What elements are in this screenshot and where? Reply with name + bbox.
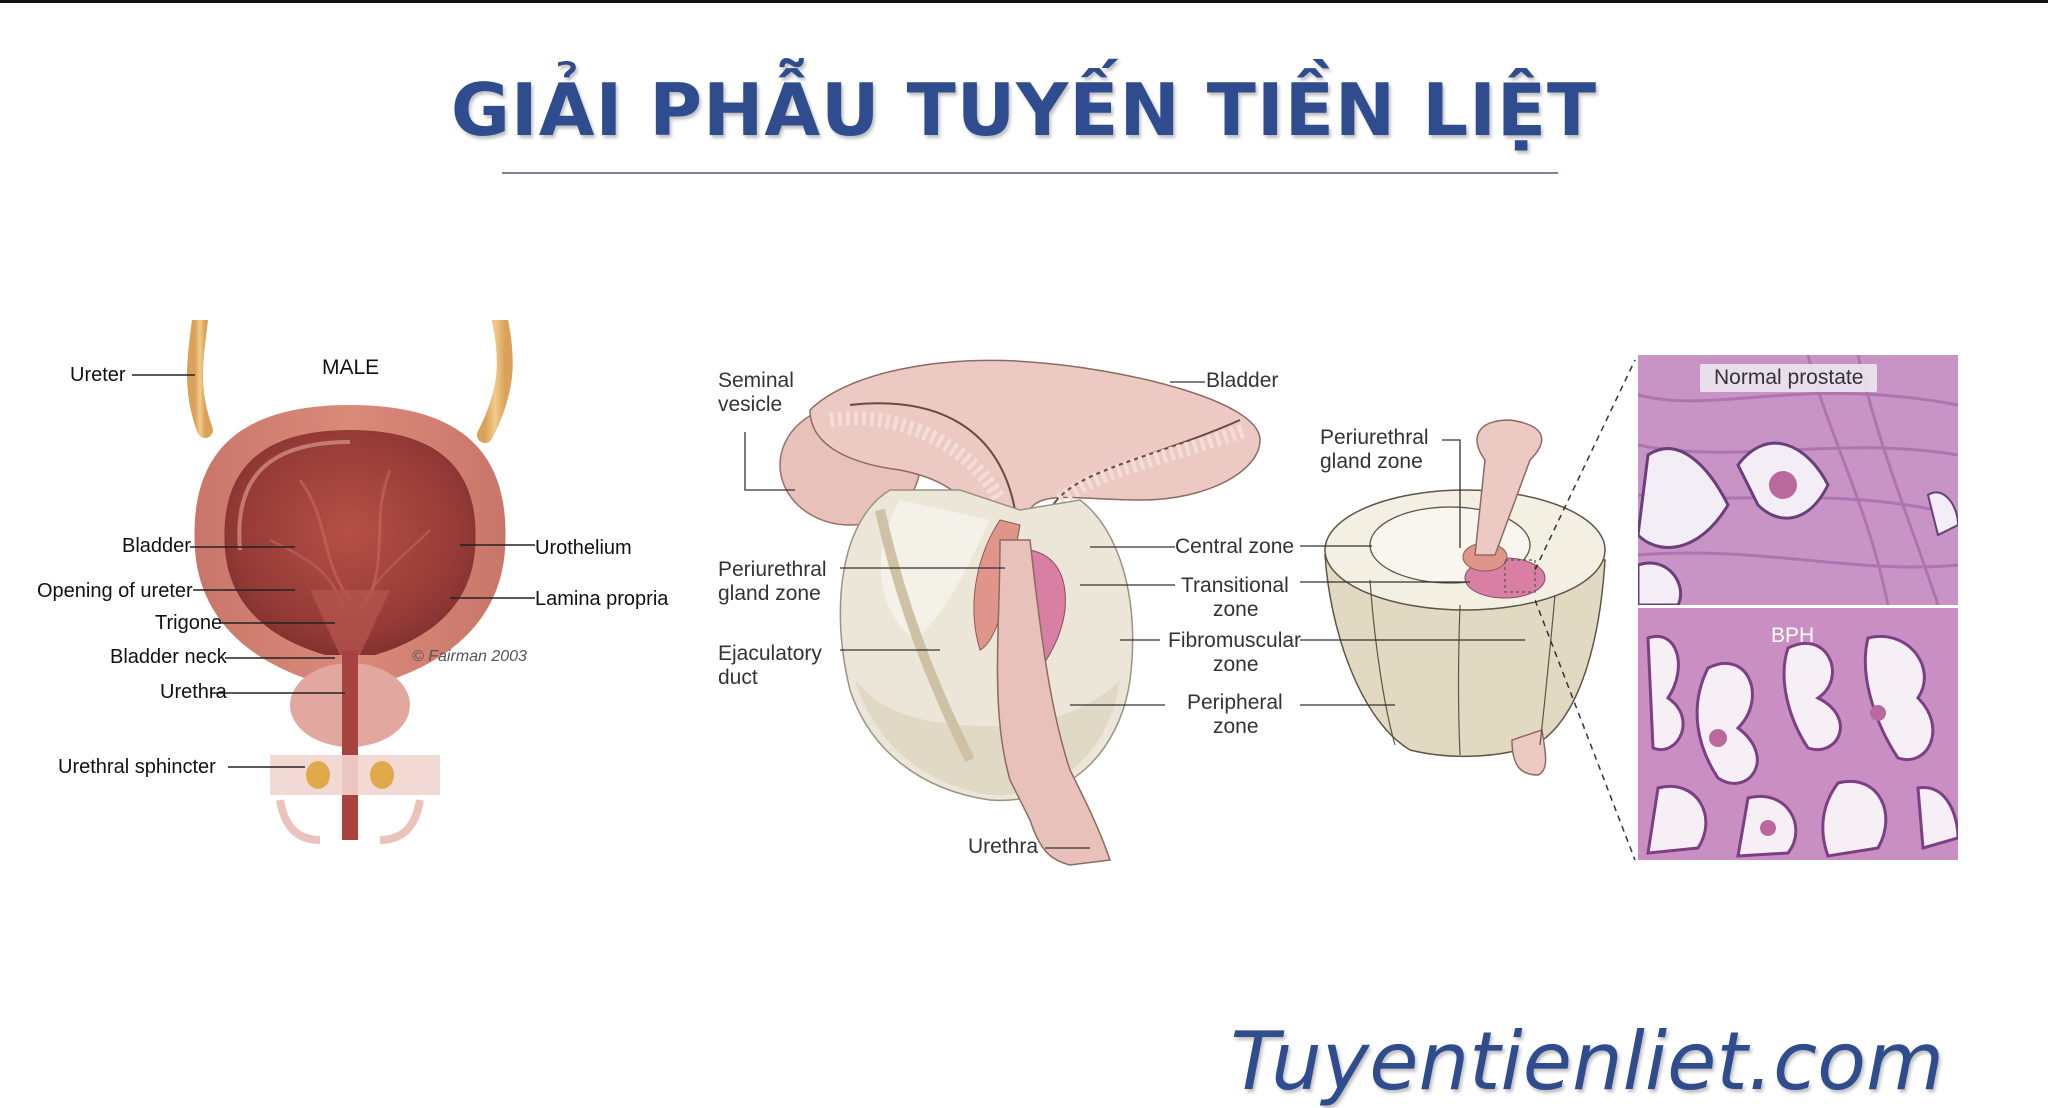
label-transitional-2: zone xyxy=(1213,598,1259,621)
label-seminal-2: vesicle xyxy=(718,393,783,416)
label-lamina-propria: Lamina propria xyxy=(535,588,669,610)
label-ejaculatory-2: duct xyxy=(718,666,758,689)
label-opening-of-ureter: Opening of ureter xyxy=(37,580,193,602)
title-underline xyxy=(502,172,1558,174)
top-border xyxy=(0,0,2048,3)
histology-label-normal: Normal prostate xyxy=(1700,364,1878,392)
prostate-cross-section xyxy=(1300,419,1606,776)
label-central-zone: Central zone xyxy=(1175,535,1295,558)
label-periurethral-right-1: Periurethral xyxy=(1320,426,1429,449)
site-watermark: Tuyentienliet.com xyxy=(1230,1015,1944,1108)
label-ejaculatory-1: Ejaculatory xyxy=(718,642,822,665)
label-bladder-mid: Bladder xyxy=(1206,369,1279,392)
histology-normal-image xyxy=(1638,355,1958,605)
label-bladder-left: Bladder xyxy=(122,535,191,557)
label-fibromuscular-2: zone xyxy=(1213,653,1259,676)
label-seminal-1: Seminal xyxy=(718,369,794,392)
label-urethral-sphincter: Urethral sphincter xyxy=(58,756,216,778)
label-bladder-neck: Bladder neck xyxy=(110,646,227,668)
artist-signature: © Fairman 2003 xyxy=(412,648,527,665)
label-urothelium: Urothelium xyxy=(535,537,632,559)
label-ureter-left: Ureter xyxy=(70,364,126,386)
page-title: GIẢI PHẪU TUYẾN TIỀN LIỆT xyxy=(450,68,1598,152)
label-fibromuscular-1: Fibromuscular xyxy=(1168,629,1302,652)
prostate-zones-illustration xyxy=(744,359,1261,866)
label-peripheral-1: Peripheral xyxy=(1187,691,1283,714)
label-urethra-mid: Urethra xyxy=(968,835,1039,858)
label-periurethral-mid-2: gland zone xyxy=(718,582,821,605)
label-trigone: Trigone xyxy=(155,612,223,634)
label-urethra-left: Urethra xyxy=(160,681,227,703)
label-periurethral-right-2: gland zone xyxy=(1320,450,1423,473)
histology-bph-image xyxy=(1638,608,1958,860)
histology-connector-lines xyxy=(1535,359,1636,861)
label-transitional-1: Transitional xyxy=(1181,574,1289,597)
label-male: MALE xyxy=(322,356,380,379)
label-periurethral-mid-1: Periurethral xyxy=(718,558,827,581)
bladder-illustration xyxy=(132,320,535,844)
label-peripheral-2: zone xyxy=(1213,715,1259,738)
histology-label-bph: BPH xyxy=(1771,624,1815,647)
